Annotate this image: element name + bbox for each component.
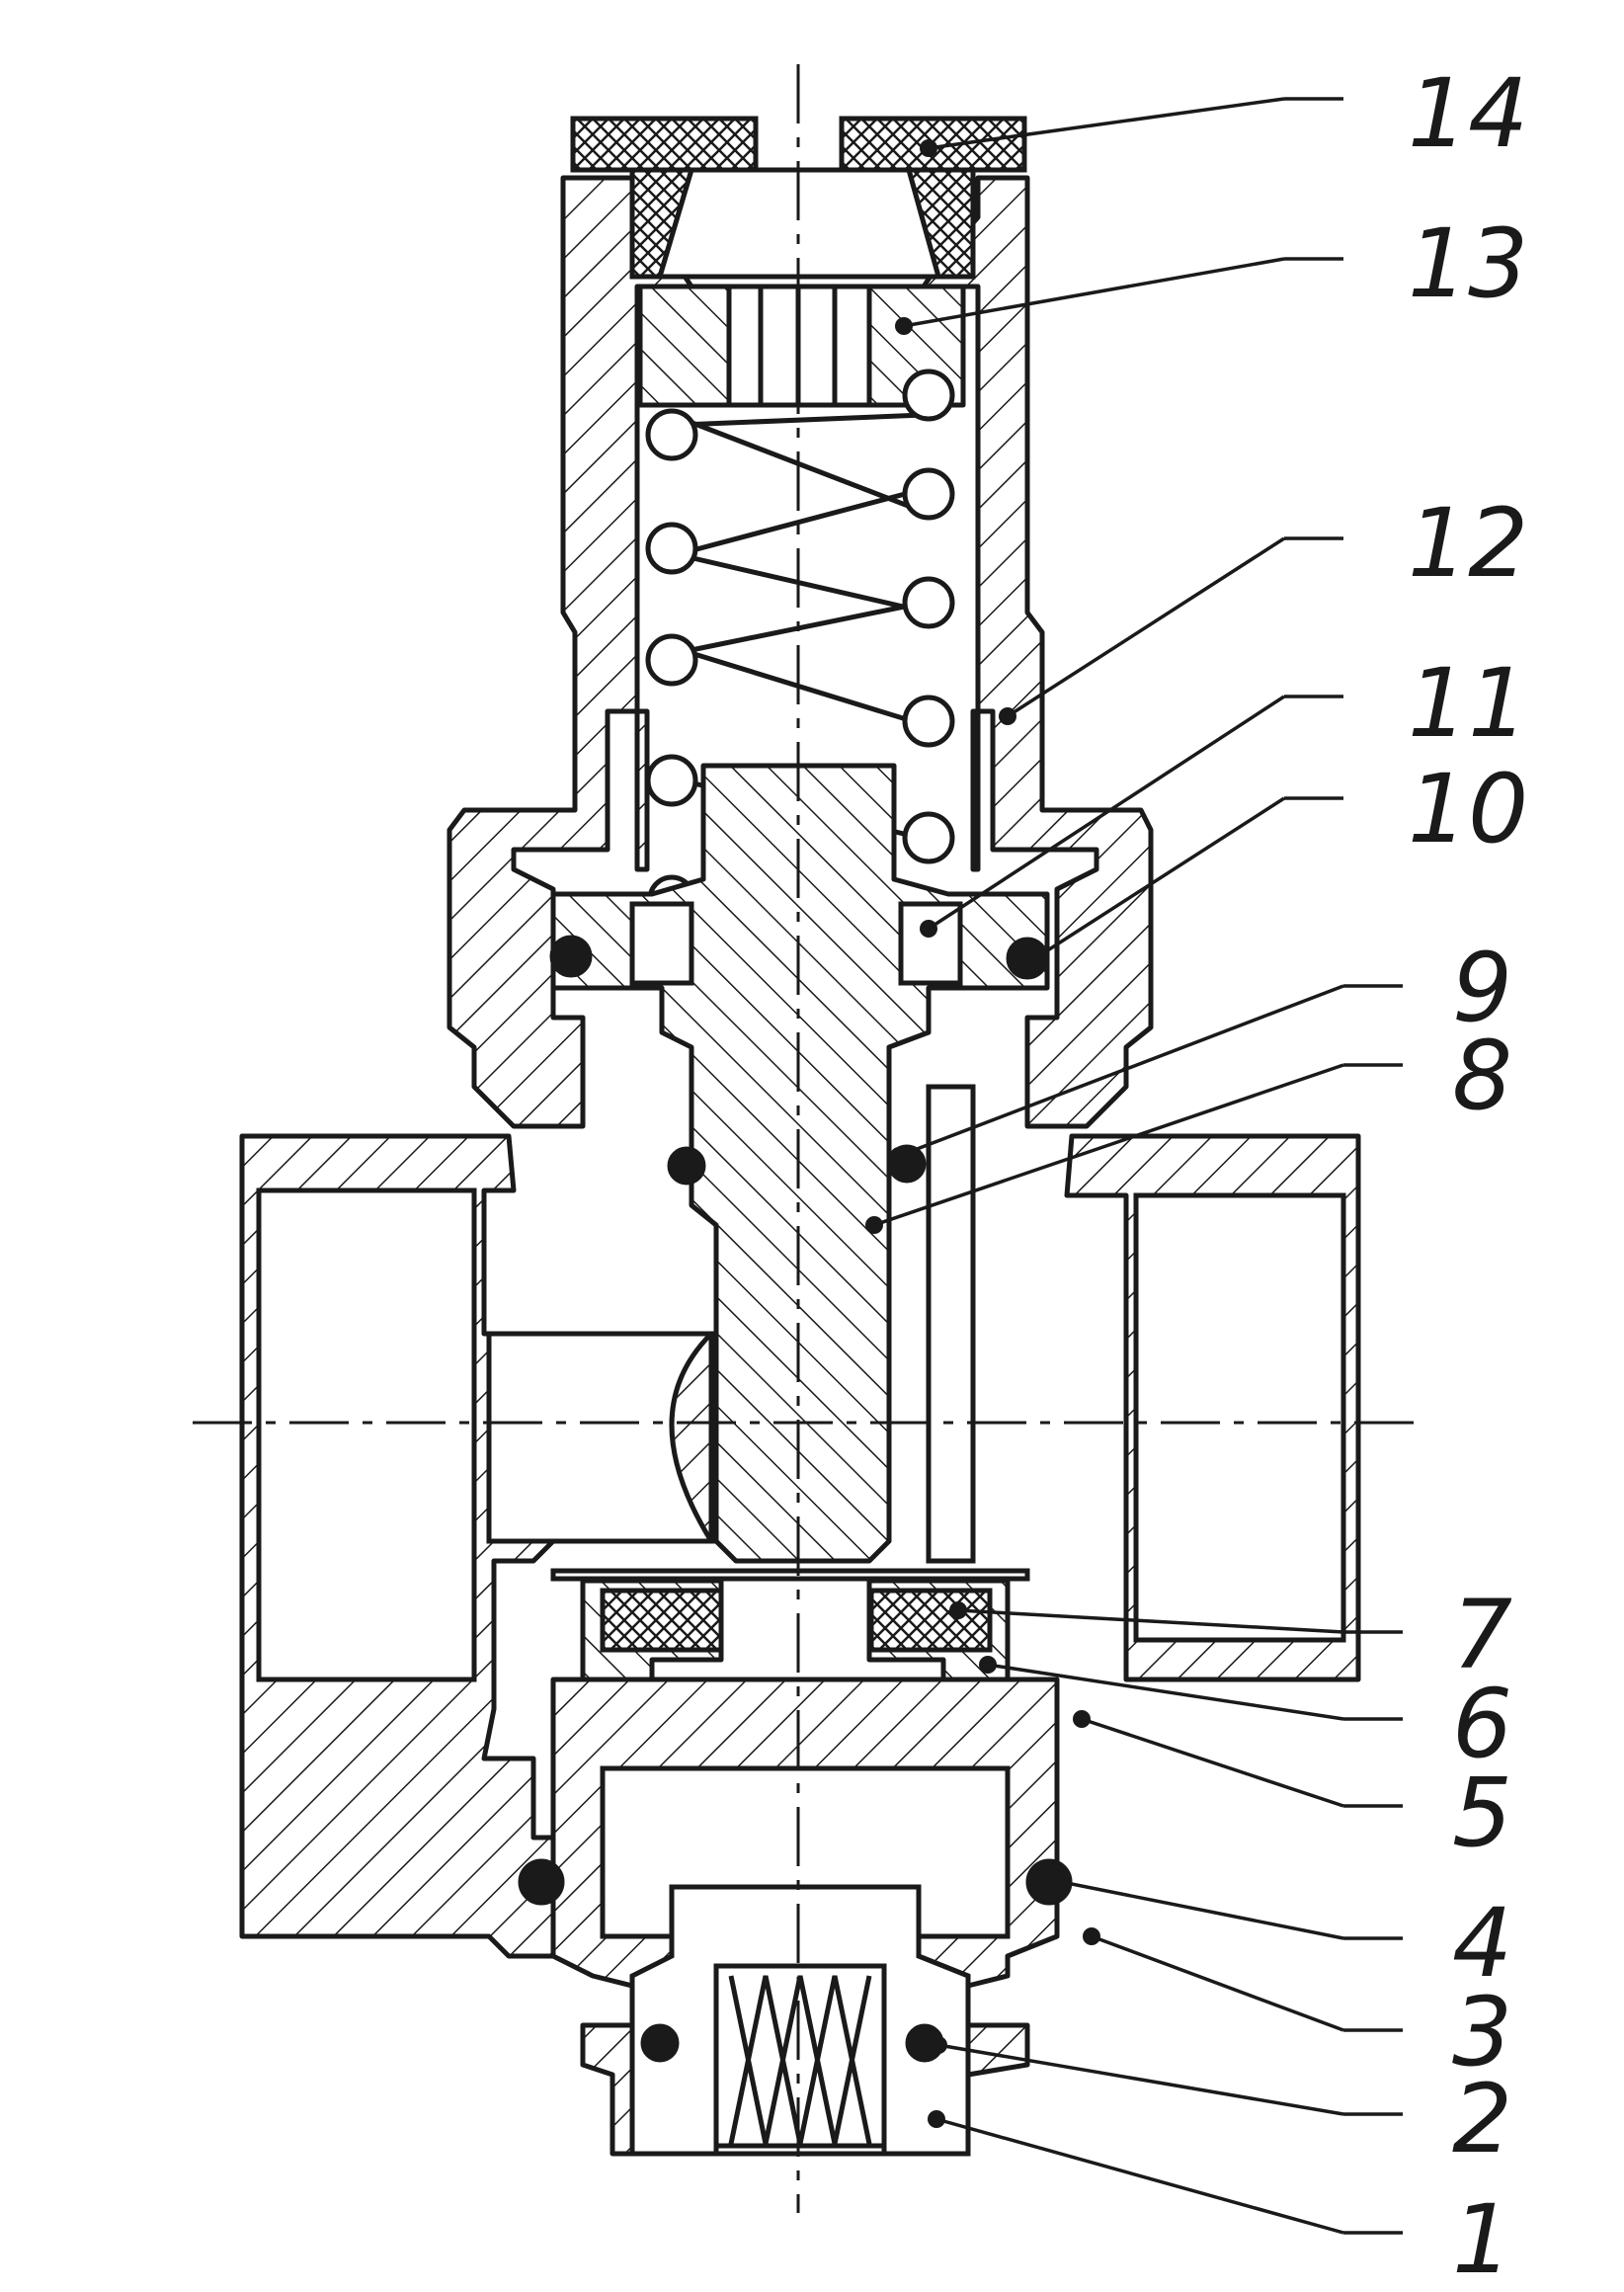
callout-number: 4 <box>1452 1888 1512 1999</box>
callout-number: 5 <box>1452 1758 1512 1868</box>
callout-2: 2 <box>937 2043 1512 2174</box>
callout-leader <box>937 2043 1344 2116</box>
callout-leader <box>987 1663 1344 1721</box>
callout-number: 11 <box>1408 648 1528 759</box>
callout-leader <box>1091 1934 1344 2032</box>
adjusting-cap <box>570 116 1027 280</box>
callout-number: 12 <box>1408 488 1528 599</box>
callout-leader <box>1007 536 1285 718</box>
callout-10: 10 <box>1031 754 1528 962</box>
callout-number: 13 <box>1408 208 1528 319</box>
spring-seat <box>637 167 966 408</box>
callout-leader <box>928 695 1285 931</box>
valve-seat-disc <box>550 1568 1030 1682</box>
callout-leader <box>1031 796 1285 962</box>
callout-14: 14 <box>928 58 1528 169</box>
callout-5: 5 <box>1081 1717 1512 1868</box>
callout-leader <box>935 2117 1344 2235</box>
callout-number: 10 <box>1408 754 1528 864</box>
guide-sleeve <box>926 1084 976 1564</box>
callout-6: 6 <box>987 1663 1512 1779</box>
callout-13: 13 <box>903 208 1528 328</box>
callout-11: 11 <box>928 648 1528 931</box>
filter-element <box>716 1975 884 2149</box>
callout-7: 7 <box>957 1580 1512 1690</box>
callout-number: 6 <box>1452 1669 1512 1779</box>
lower-housing <box>550 1677 1060 2157</box>
callout-leader <box>903 257 1285 328</box>
callout-leader <box>957 1608 1344 1634</box>
callout-9: 9 <box>898 933 1512 1158</box>
callout-number: 8 <box>1452 1021 1512 1131</box>
callout-1: 1 <box>935 2117 1512 2292</box>
callout-leader <box>898 984 1344 1158</box>
callout-number: 1 <box>1452 2184 1512 2292</box>
callout-number: 3 <box>1452 1977 1512 2087</box>
callout-4: 4 <box>1061 1880 1512 1999</box>
callout-8: 8 <box>873 1021 1512 1227</box>
callout-12: 12 <box>1007 488 1528 718</box>
callout-3: 3 <box>1091 1934 1512 2087</box>
callout-leader <box>873 1063 1344 1227</box>
callout-leader <box>1081 1717 1344 1808</box>
center-lines <box>193 64 1418 2213</box>
callout-leader <box>928 97 1285 150</box>
o-ring-seals <box>518 935 1073 2063</box>
callout-number: 2 <box>1452 2064 1512 2174</box>
valve-body <box>239 1133 1361 1959</box>
callout-number: 7 <box>1452 1580 1512 1690</box>
callout-leader <box>1061 1880 1344 1940</box>
callout-number: 9 <box>1452 933 1512 1043</box>
callout-number: 14 <box>1408 58 1528 169</box>
